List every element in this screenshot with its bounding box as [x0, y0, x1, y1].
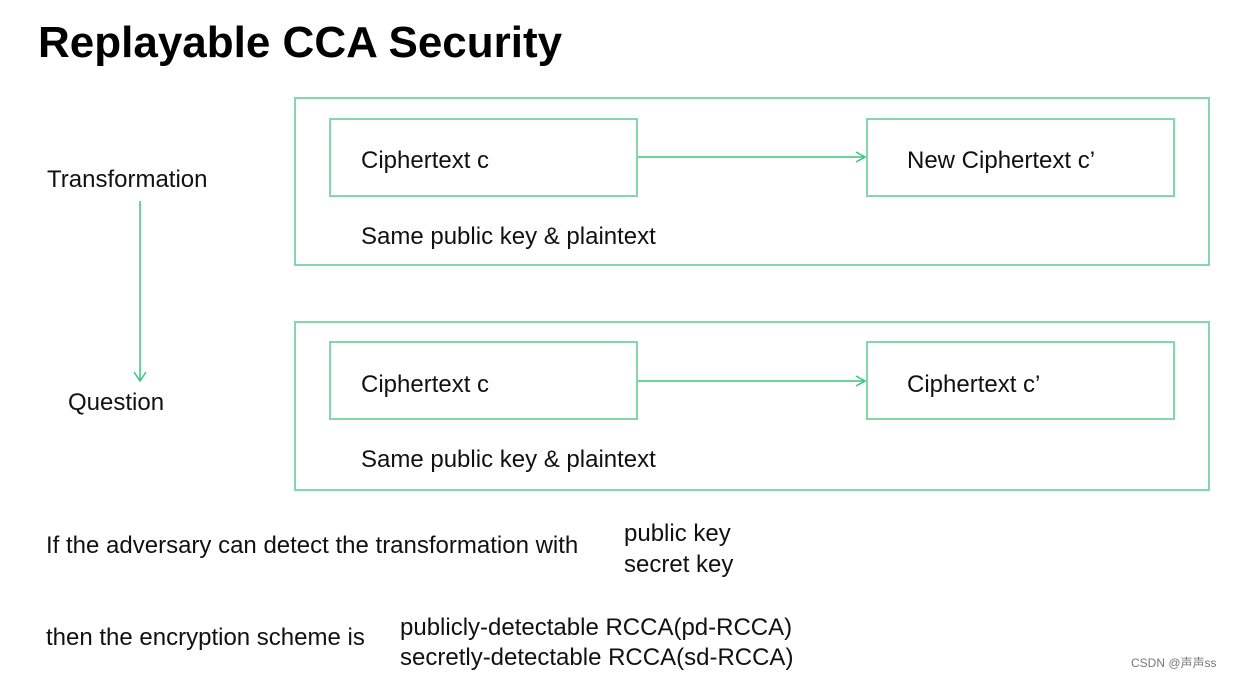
ciphertext-prime-label: Ciphertext c’: [907, 371, 1041, 398]
question-panel: [294, 321, 1210, 491]
ciphertext-box: [329, 341, 638, 420]
conclusion-text: then the encryption scheme is: [46, 624, 365, 651]
panel-caption: Same public key & plaintext: [361, 223, 656, 250]
transformation-panel: [294, 97, 1210, 266]
new-ciphertext-label: New Ciphertext c’: [907, 147, 1096, 174]
ciphertext-label: Ciphertext c: [361, 147, 490, 174]
question-label: Question: [68, 389, 165, 416]
ciphertext-box: [329, 118, 638, 197]
transformation-label: Transformation: [47, 166, 208, 193]
condition-option-secret-key: secret key: [624, 551, 734, 578]
page-title: Replayable CCA Security: [38, 18, 563, 67]
condition-text: If the adversary can detect the transfor…: [46, 532, 579, 559]
panel-caption: Same public key & plaintext: [361, 446, 656, 473]
ciphertext-label: Ciphertext c: [361, 371, 490, 398]
arrow-transformation-to-question: [133, 201, 147, 383]
watermark: CSDN @声声ss: [1131, 656, 1217, 670]
conclusion-option-sd-rcca: secretly-detectable RCCA(sd-RCCA): [400, 644, 794, 671]
conclusion-option-pd-rcca: publicly-detectable RCCA(pd-RCCA): [400, 614, 793, 641]
ciphertext-prime-box: [866, 341, 1175, 420]
new-ciphertext-box: [866, 118, 1175, 197]
condition-option-public-key: public key: [624, 520, 731, 547]
